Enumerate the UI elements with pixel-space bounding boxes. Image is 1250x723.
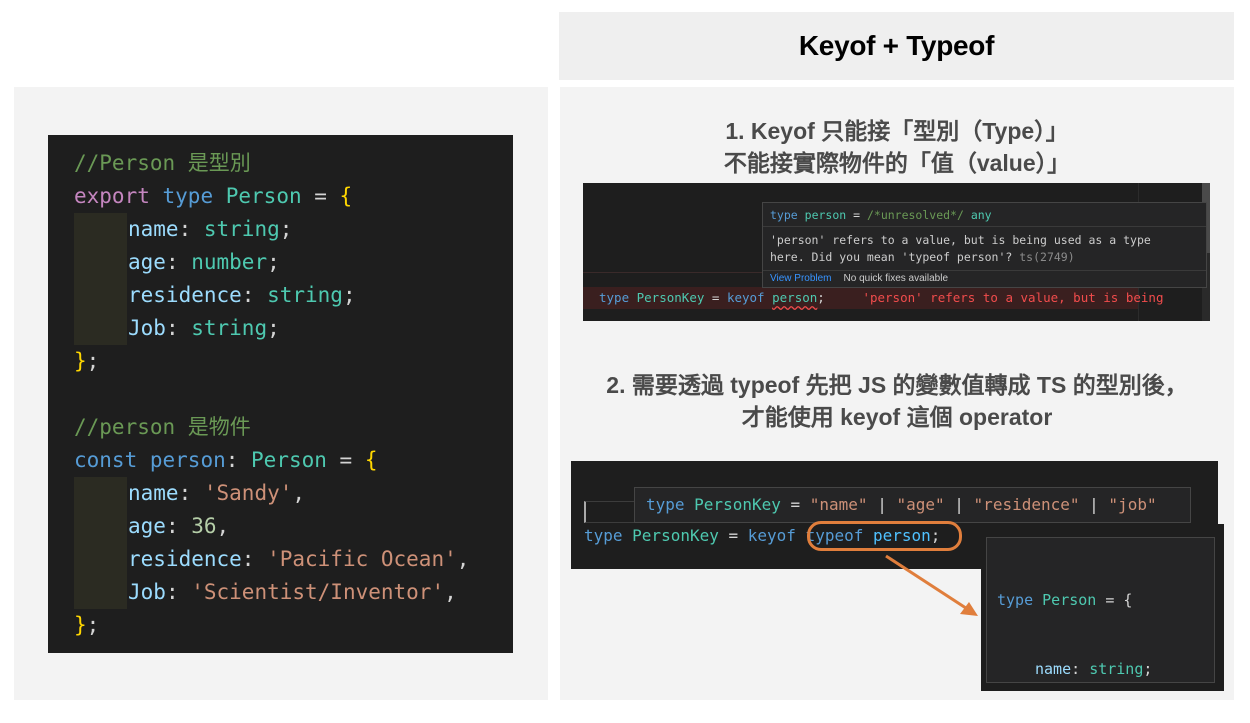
field-key: name bbox=[128, 481, 179, 505]
inline-error-message: 'person' refers to a value, but is being bbox=[862, 290, 1172, 305]
hover-error-message: 'person' refers to a value, but is being… bbox=[763, 227, 1206, 270]
field-key: residence bbox=[128, 547, 242, 571]
key-literal: "name" bbox=[809, 495, 868, 514]
semicolon: ; bbox=[86, 613, 100, 637]
field-type: string bbox=[267, 283, 343, 307]
code-line: name: 'Sandy', bbox=[48, 477, 513, 510]
close-brace: } bbox=[74, 613, 87, 637]
field-value: 'Pacific Ocean' bbox=[267, 547, 457, 571]
union-separator: | bbox=[944, 495, 974, 514]
semicolon: ; bbox=[86, 349, 100, 373]
equals: = bbox=[846, 208, 867, 222]
type-keyword: type bbox=[584, 526, 623, 545]
code-editor-left: //Person 是型別 export type Person = { name… bbox=[48, 135, 513, 653]
open-brace: { bbox=[339, 184, 353, 208]
field-key: name bbox=[1035, 660, 1072, 678]
key-literal: "age" bbox=[896, 495, 945, 514]
field-key: residence bbox=[128, 283, 242, 307]
semicolon: ; bbox=[930, 526, 941, 545]
type-name: PersonKey bbox=[629, 290, 705, 305]
any-type: any bbox=[963, 208, 992, 222]
code-line: residence: 'Pacific Ocean', bbox=[48, 543, 513, 576]
code-comment: //person 是物件 bbox=[74, 415, 251, 439]
union-separator: | bbox=[1079, 495, 1109, 514]
text-cursor bbox=[584, 501, 636, 523]
equals: = bbox=[326, 448, 365, 472]
hover-actions: View Problem No quick fixes available bbox=[763, 270, 1206, 288]
export-keyword: export bbox=[74, 184, 150, 208]
person-type-hover-tooltip: type Person = { name: string; age: numbe… bbox=[986, 537, 1215, 683]
type-name: PersonKey bbox=[684, 495, 781, 514]
open-brace: { bbox=[364, 448, 378, 472]
code-line: residence: string; bbox=[48, 279, 513, 312]
highlight-oval bbox=[807, 521, 962, 551]
section-1-title: 1. Keyof 只能接「型別（Type）」 不能接實際物件的「值（value）… bbox=[560, 115, 1234, 179]
view-problem-link[interactable]: View Problem bbox=[770, 273, 832, 284]
equals: = bbox=[301, 184, 340, 208]
keyof-keyword: keyof bbox=[747, 526, 806, 545]
code-line: Job: string; bbox=[48, 312, 513, 345]
key-literal: "residence" bbox=[973, 495, 1080, 514]
error-hover-tooltip: type person = /*unresolved*/ any 'person… bbox=[762, 202, 1207, 288]
error-line-highlight bbox=[583, 287, 1138, 309]
field-type: string bbox=[1089, 660, 1144, 678]
variable-name[interactable]: person bbox=[863, 526, 931, 545]
code-line: Job: 'Scientist/Inventor', bbox=[48, 576, 513, 609]
field-type: number bbox=[191, 250, 268, 274]
type-keyword: type bbox=[162, 184, 214, 208]
unresolved-comment: /*unresolved*/ bbox=[866, 208, 964, 222]
code-comment: //Person 是型別 bbox=[74, 151, 251, 175]
no-quick-fixes-label: No quick fixes available bbox=[843, 273, 949, 284]
keyof-keyword: keyof bbox=[726, 290, 765, 305]
code-line: age: 36, bbox=[48, 510, 513, 543]
section-2-title-line2: 才能使用 keyof 這個 operator bbox=[741, 404, 1053, 430]
key-literal: "job" bbox=[1108, 495, 1157, 514]
code-line: name: string; bbox=[48, 213, 513, 246]
field-type: string bbox=[191, 316, 268, 340]
type-name: Person bbox=[1033, 591, 1097, 609]
type-keyword: type bbox=[997, 591, 1034, 609]
section-2-title: 2. 需要透過 typeof 先把 JS 的變數值轉成 TS 的型別後， 才能使… bbox=[560, 369, 1234, 433]
error-code: ts(2749) bbox=[1019, 250, 1075, 264]
type-keyword: type bbox=[646, 495, 685, 514]
type-name: person bbox=[804, 208, 847, 222]
page-title: Keyof + Typeof bbox=[798, 30, 995, 61]
error-squiggle-target[interactable]: person bbox=[772, 290, 818, 305]
field-value: 36 bbox=[191, 514, 217, 538]
equals: = bbox=[704, 290, 727, 305]
field-value: 'Scientist/Inventor' bbox=[191, 580, 445, 604]
field-key: Job bbox=[128, 316, 166, 340]
section-2-title-line1: 2. 需要透過 typeof 先把 JS 的變數值轉成 TS 的型別後， bbox=[606, 372, 1188, 398]
field-key: name bbox=[128, 217, 179, 241]
field-key: Job bbox=[128, 580, 166, 604]
personkey-hover-tooltip: type PersonKey = "name" | "age" | "resid… bbox=[634, 487, 1191, 523]
type-keyword: type bbox=[770, 208, 798, 222]
field-key: age bbox=[128, 514, 166, 538]
section-1-title-line1: 1. Keyof 只能接「型別（Type）」 bbox=[725, 118, 1069, 144]
section-1-title-line2: 不能接實際物件的「值（value）」 bbox=[723, 150, 1071, 176]
type-name: Person bbox=[225, 184, 302, 208]
semicolon: ; bbox=[817, 290, 825, 305]
type-name[interactable]: PersonKey bbox=[622, 526, 719, 545]
header-box: Keyof + Typeof bbox=[559, 12, 1234, 80]
error-message-line2: here. Did you mean 'typeof person'? bbox=[770, 250, 1020, 264]
equals-brace: = { bbox=[1096, 591, 1133, 609]
field-value: 'Sandy' bbox=[203, 481, 293, 505]
code-line-error: type PersonKey = keyof person; 'person' … bbox=[599, 287, 1171, 309]
variable-name: person bbox=[149, 448, 226, 472]
field-type: string bbox=[203, 217, 280, 241]
equals: = bbox=[718, 526, 748, 545]
error-message-line1: 'person' refers to a value, but is being… bbox=[770, 233, 1151, 247]
type-keyword: type bbox=[599, 290, 630, 305]
code-line: age: number; bbox=[48, 246, 513, 279]
field-key: age bbox=[128, 250, 166, 274]
equals: = bbox=[780, 495, 810, 514]
close-brace: } bbox=[74, 349, 87, 373]
const-keyword: const bbox=[74, 448, 138, 472]
type-annotation: Person bbox=[251, 448, 327, 472]
arrow-icon bbox=[885, 554, 978, 616]
hover-signature: type person = /*unresolved*/ any bbox=[763, 203, 1206, 227]
union-separator: | bbox=[867, 495, 897, 514]
